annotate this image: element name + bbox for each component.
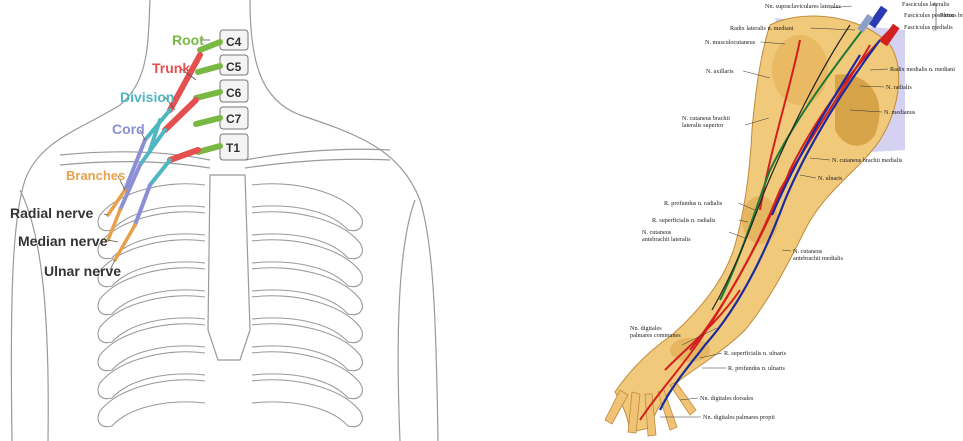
arm-label: N. axillaris: [706, 68, 734, 75]
label-root: Root: [172, 32, 204, 48]
arm-label: R. superficialis n. ulnaris: [724, 350, 787, 357]
vertebra-c5: C5: [226, 60, 242, 74]
arm-label: Radix medialis n. mediani: [890, 66, 955, 73]
label-cord: Cord: [112, 121, 145, 137]
deltoid-shading: [772, 35, 828, 105]
arm-label: Radix lateralis n. mediani: [730, 25, 794, 32]
rib-right: [252, 184, 362, 231]
left-brachial-plexus-diagram: C4 C5 C6 C7 T1: [10, 0, 438, 441]
label-median-nerve: Median nerve: [18, 233, 108, 249]
arm-label: N. musculocutaneus: [705, 39, 756, 46]
vertebra-c7: C7: [226, 112, 242, 126]
vertebra-t1: T1: [226, 141, 240, 155]
arm-label: N. radialis: [886, 84, 912, 91]
label-radial-nerve: Radial nerve: [10, 205, 93, 221]
rib-left: [98, 352, 205, 399]
rib-right: [252, 324, 362, 371]
vertebra-c6: C6: [226, 86, 242, 100]
rib-right: [252, 296, 362, 343]
arm-label: R. profundus n. ulnaris: [728, 365, 785, 372]
arm-label: R. superficialis n. radialis: [652, 217, 716, 224]
arm-label: Nn. supraclaviculares laterales: [765, 3, 841, 10]
rib-right: [252, 380, 362, 427]
vertebra-c4: C4: [226, 35, 242, 49]
rib-left: [98, 212, 205, 259]
rib-right: [252, 240, 362, 287]
rib-left: [98, 296, 205, 343]
arm-label: Nn. digitales palmares propii: [703, 414, 775, 421]
arm-label: Fasciculus lateralis: [902, 1, 950, 8]
arm-label: N. cutaneus brachii medialis: [832, 157, 903, 164]
label-division: Division: [120, 89, 174, 105]
label-trunk: Trunk: [152, 60, 190, 76]
label-branches: Branches: [66, 168, 125, 183]
arm-label: Plexus brachialis: [940, 12, 963, 19]
arm-label: Fasciculus medialis: [904, 24, 953, 31]
arm-label: R. profundus n. radialis: [664, 200, 723, 207]
rib-left: [98, 380, 205, 427]
rib-right: [252, 212, 362, 259]
arm-label: N. ulnaris: [818, 175, 843, 182]
rib-right: [252, 268, 362, 315]
arm-label: Nn. digitales dorsales: [700, 395, 754, 402]
rib-right: [252, 352, 362, 399]
rib-left: [98, 324, 205, 371]
arm-label: N. medianus: [884, 109, 916, 116]
label-ulnar-nerve: Ulnar nerve: [44, 263, 121, 279]
